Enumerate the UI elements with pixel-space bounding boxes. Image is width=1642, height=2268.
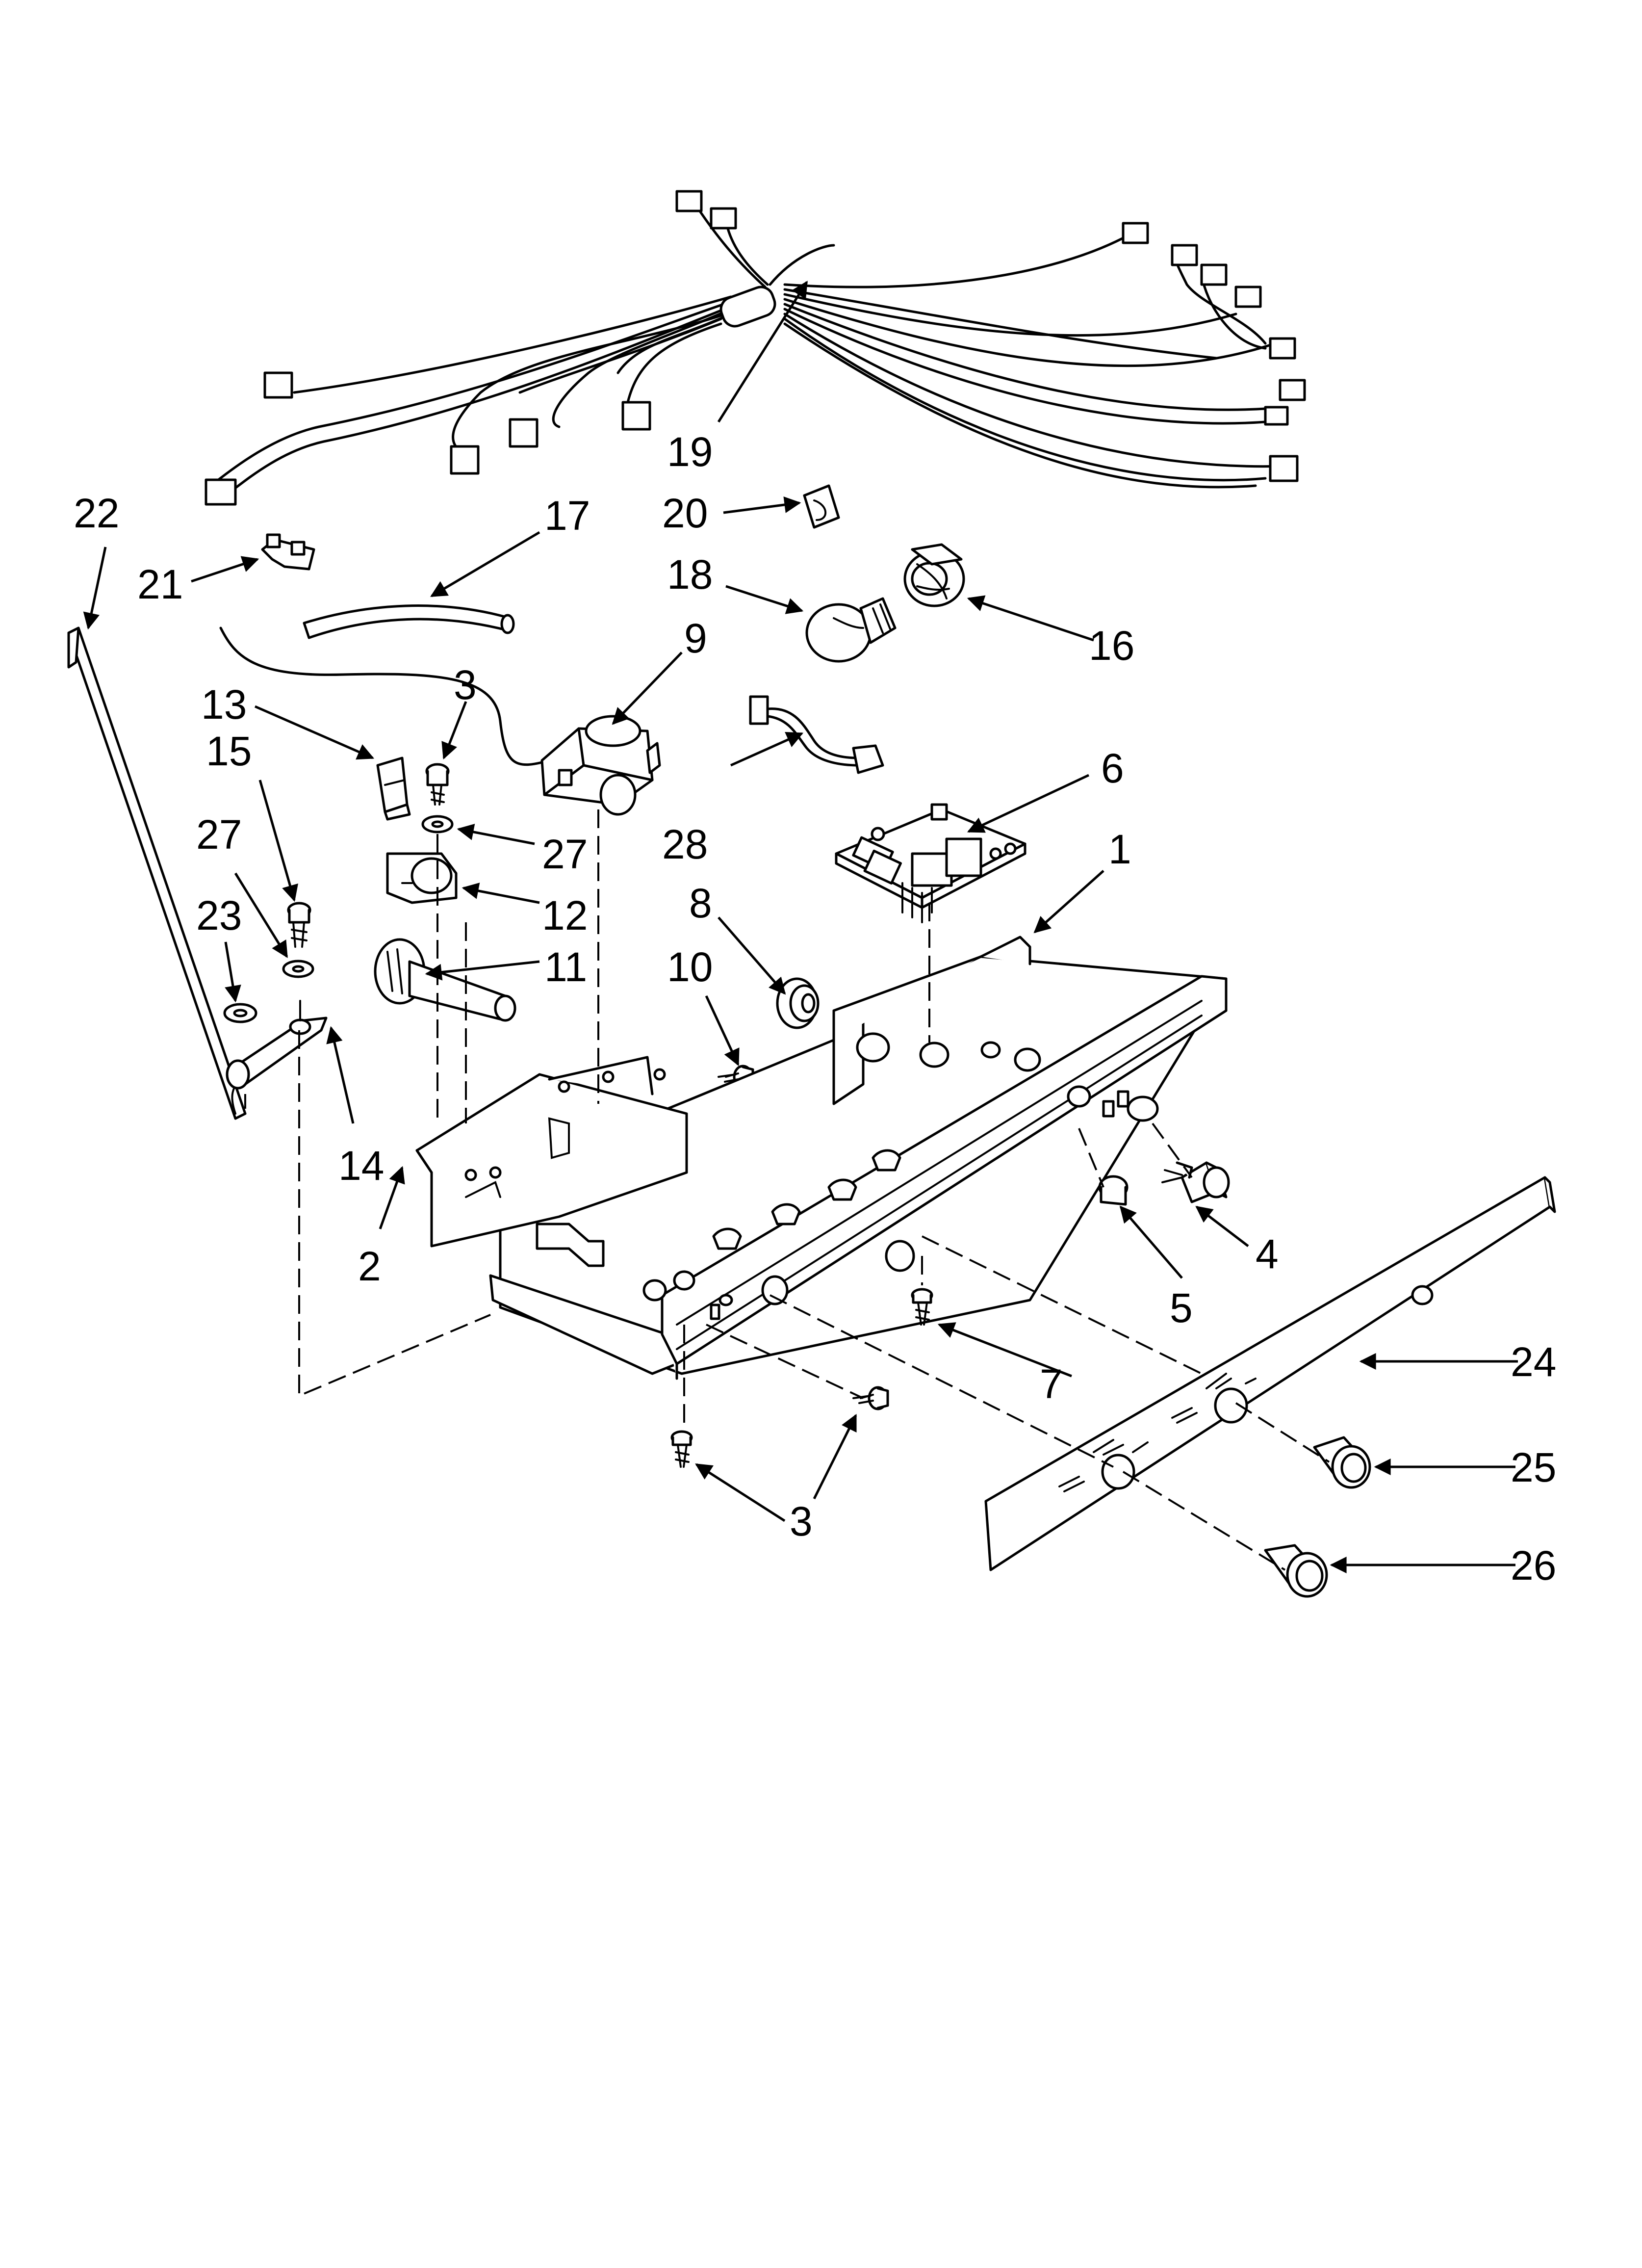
callout-8: 8 [689, 880, 712, 926]
callout-17: 17 [544, 493, 590, 539]
tube-17 [303, 604, 515, 639]
knob-25 [1313, 1436, 1371, 1489]
callout-28: 28 [662, 821, 708, 867]
socket-16 [903, 543, 965, 607]
screw-15 [287, 902, 311, 948]
callout-20: 20 [662, 490, 708, 536]
wire-harness [205, 190, 1306, 506]
clip-21 [261, 533, 315, 571]
bulb-18 [805, 597, 897, 663]
callout-22: 22 [74, 490, 119, 536]
callout-23: 23 [196, 892, 242, 938]
callout-15: 15 [206, 728, 252, 774]
callout-5: 5 [1170, 1285, 1193, 1331]
clip-20 [803, 484, 840, 529]
washer-23 [223, 1003, 257, 1023]
callout-19: 19 [667, 429, 713, 475]
callout-6: 6 [1101, 745, 1124, 791]
switch-4 [1161, 1161, 1230, 1203]
callout-14: 14 [338, 1143, 384, 1189]
callout-7: 7 [1040, 1361, 1063, 1407]
callout-3-top: 3 [454, 662, 477, 708]
connector-plug-icon [205, 190, 1306, 506]
bracket-12 [386, 852, 458, 904]
callout-18: 18 [667, 551, 713, 598]
rod-22 [67, 626, 247, 1120]
washer-27-left [282, 960, 314, 978]
callout-11: 11 [544, 944, 587, 990]
capillary-tube [219, 626, 551, 766]
callout-4: 4 [1256, 1231, 1279, 1277]
screw-3-top [425, 763, 450, 806]
control-board-6 [835, 803, 1026, 923]
clip-13 [376, 756, 411, 821]
screw-3-side [852, 1386, 889, 1410]
callout-2: 2 [358, 1243, 381, 1289]
callout-13: 13 [201, 681, 247, 728]
thermostat-9 [540, 715, 661, 816]
callout-1: 1 [1108, 826, 1131, 872]
screw-3-bottom [670, 1430, 693, 1468]
callout-3-bottom: 3 [790, 1498, 813, 1544]
callout-9: 9 [684, 615, 707, 661]
callout-27-left: 27 [196, 811, 242, 858]
callout-24: 24 [1511, 1339, 1556, 1385]
button-5 [1098, 1175, 1129, 1206]
grommet-8 [776, 977, 820, 1029]
callout-26: 26 [1511, 1542, 1556, 1589]
washer-27-top [421, 815, 454, 834]
knob-26 [1264, 1544, 1328, 1598]
screw-7 [911, 1288, 933, 1326]
callout-16: 16 [1089, 623, 1134, 669]
control-housing-1 [489, 936, 1228, 1380]
mounting-bracket-2 [415, 1056, 688, 1248]
callout-25: 25 [1511, 1444, 1556, 1490]
callout-12: 12 [542, 892, 588, 938]
bracket-clip-icon [712, 1149, 901, 1250]
callout-21: 21 [137, 561, 183, 607]
leader-arrows [83, 281, 1518, 1573]
callout-labels: 19 20 22 17 21 18 16 9 13 3 15 27 27 28 … [74, 429, 1556, 1589]
front-panel-24 [984, 1176, 1556, 1571]
damper-control-11 [374, 938, 516, 1022]
callout-10: 10 [667, 944, 713, 990]
lever-14 [226, 1000, 328, 1090]
jumper-harness-28 [749, 695, 884, 774]
callout-27-right: 27 [542, 831, 588, 877]
